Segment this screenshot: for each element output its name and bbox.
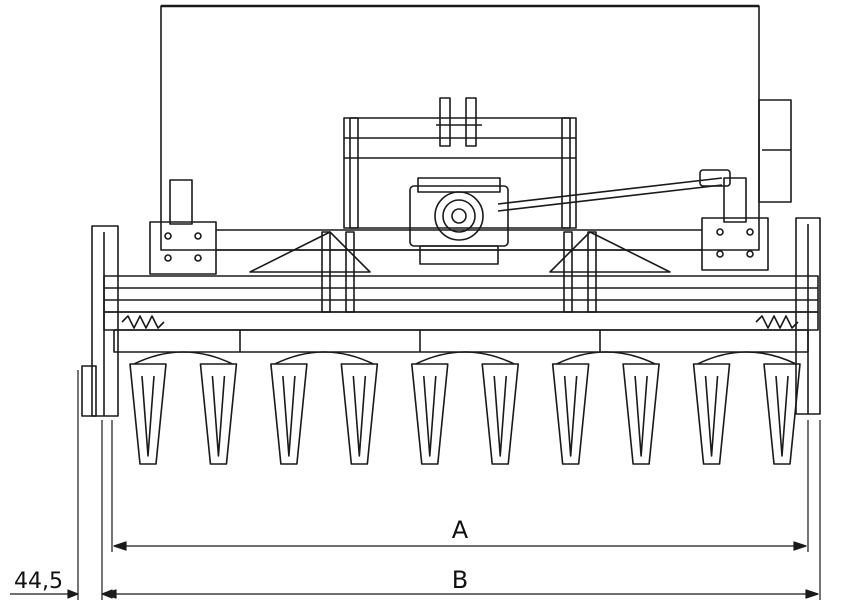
tine xyxy=(551,363,590,465)
left-spring xyxy=(121,315,165,329)
tine xyxy=(763,363,801,465)
main-frame xyxy=(103,275,819,353)
tine xyxy=(410,363,449,465)
right-spring xyxy=(755,315,799,329)
dimension-a-label: A xyxy=(452,516,469,544)
gearbox xyxy=(409,177,509,265)
tine xyxy=(692,363,731,465)
tine-carriers xyxy=(133,351,797,365)
tines xyxy=(129,363,801,465)
frame-posts xyxy=(321,231,597,313)
dimension-line-a xyxy=(113,541,807,551)
left-side-plate xyxy=(81,225,119,417)
rotor-carrier xyxy=(133,351,233,365)
rotor-carrier xyxy=(697,351,797,365)
tine xyxy=(622,363,660,465)
left-bracket xyxy=(149,179,217,275)
side-motor-housing xyxy=(758,99,792,203)
right-bracket xyxy=(701,177,769,271)
extension-lines xyxy=(77,370,821,600)
tine xyxy=(270,363,308,465)
dimension-line-offset xyxy=(10,589,113,599)
dimension-b-label: B xyxy=(452,566,468,594)
tine xyxy=(129,363,167,465)
tine xyxy=(340,363,379,465)
upper-beams xyxy=(216,229,702,273)
rotor-carrier xyxy=(274,351,374,365)
drive-rod xyxy=(497,169,731,212)
tine xyxy=(481,363,520,465)
rotor-carrier xyxy=(415,351,515,365)
dimension-offset-label: 44,5 xyxy=(14,569,63,594)
right-side-plate xyxy=(795,217,821,415)
hitch-frame xyxy=(343,97,577,229)
tine xyxy=(199,363,238,465)
hopper xyxy=(160,4,760,251)
rotor-carrier xyxy=(556,351,656,365)
